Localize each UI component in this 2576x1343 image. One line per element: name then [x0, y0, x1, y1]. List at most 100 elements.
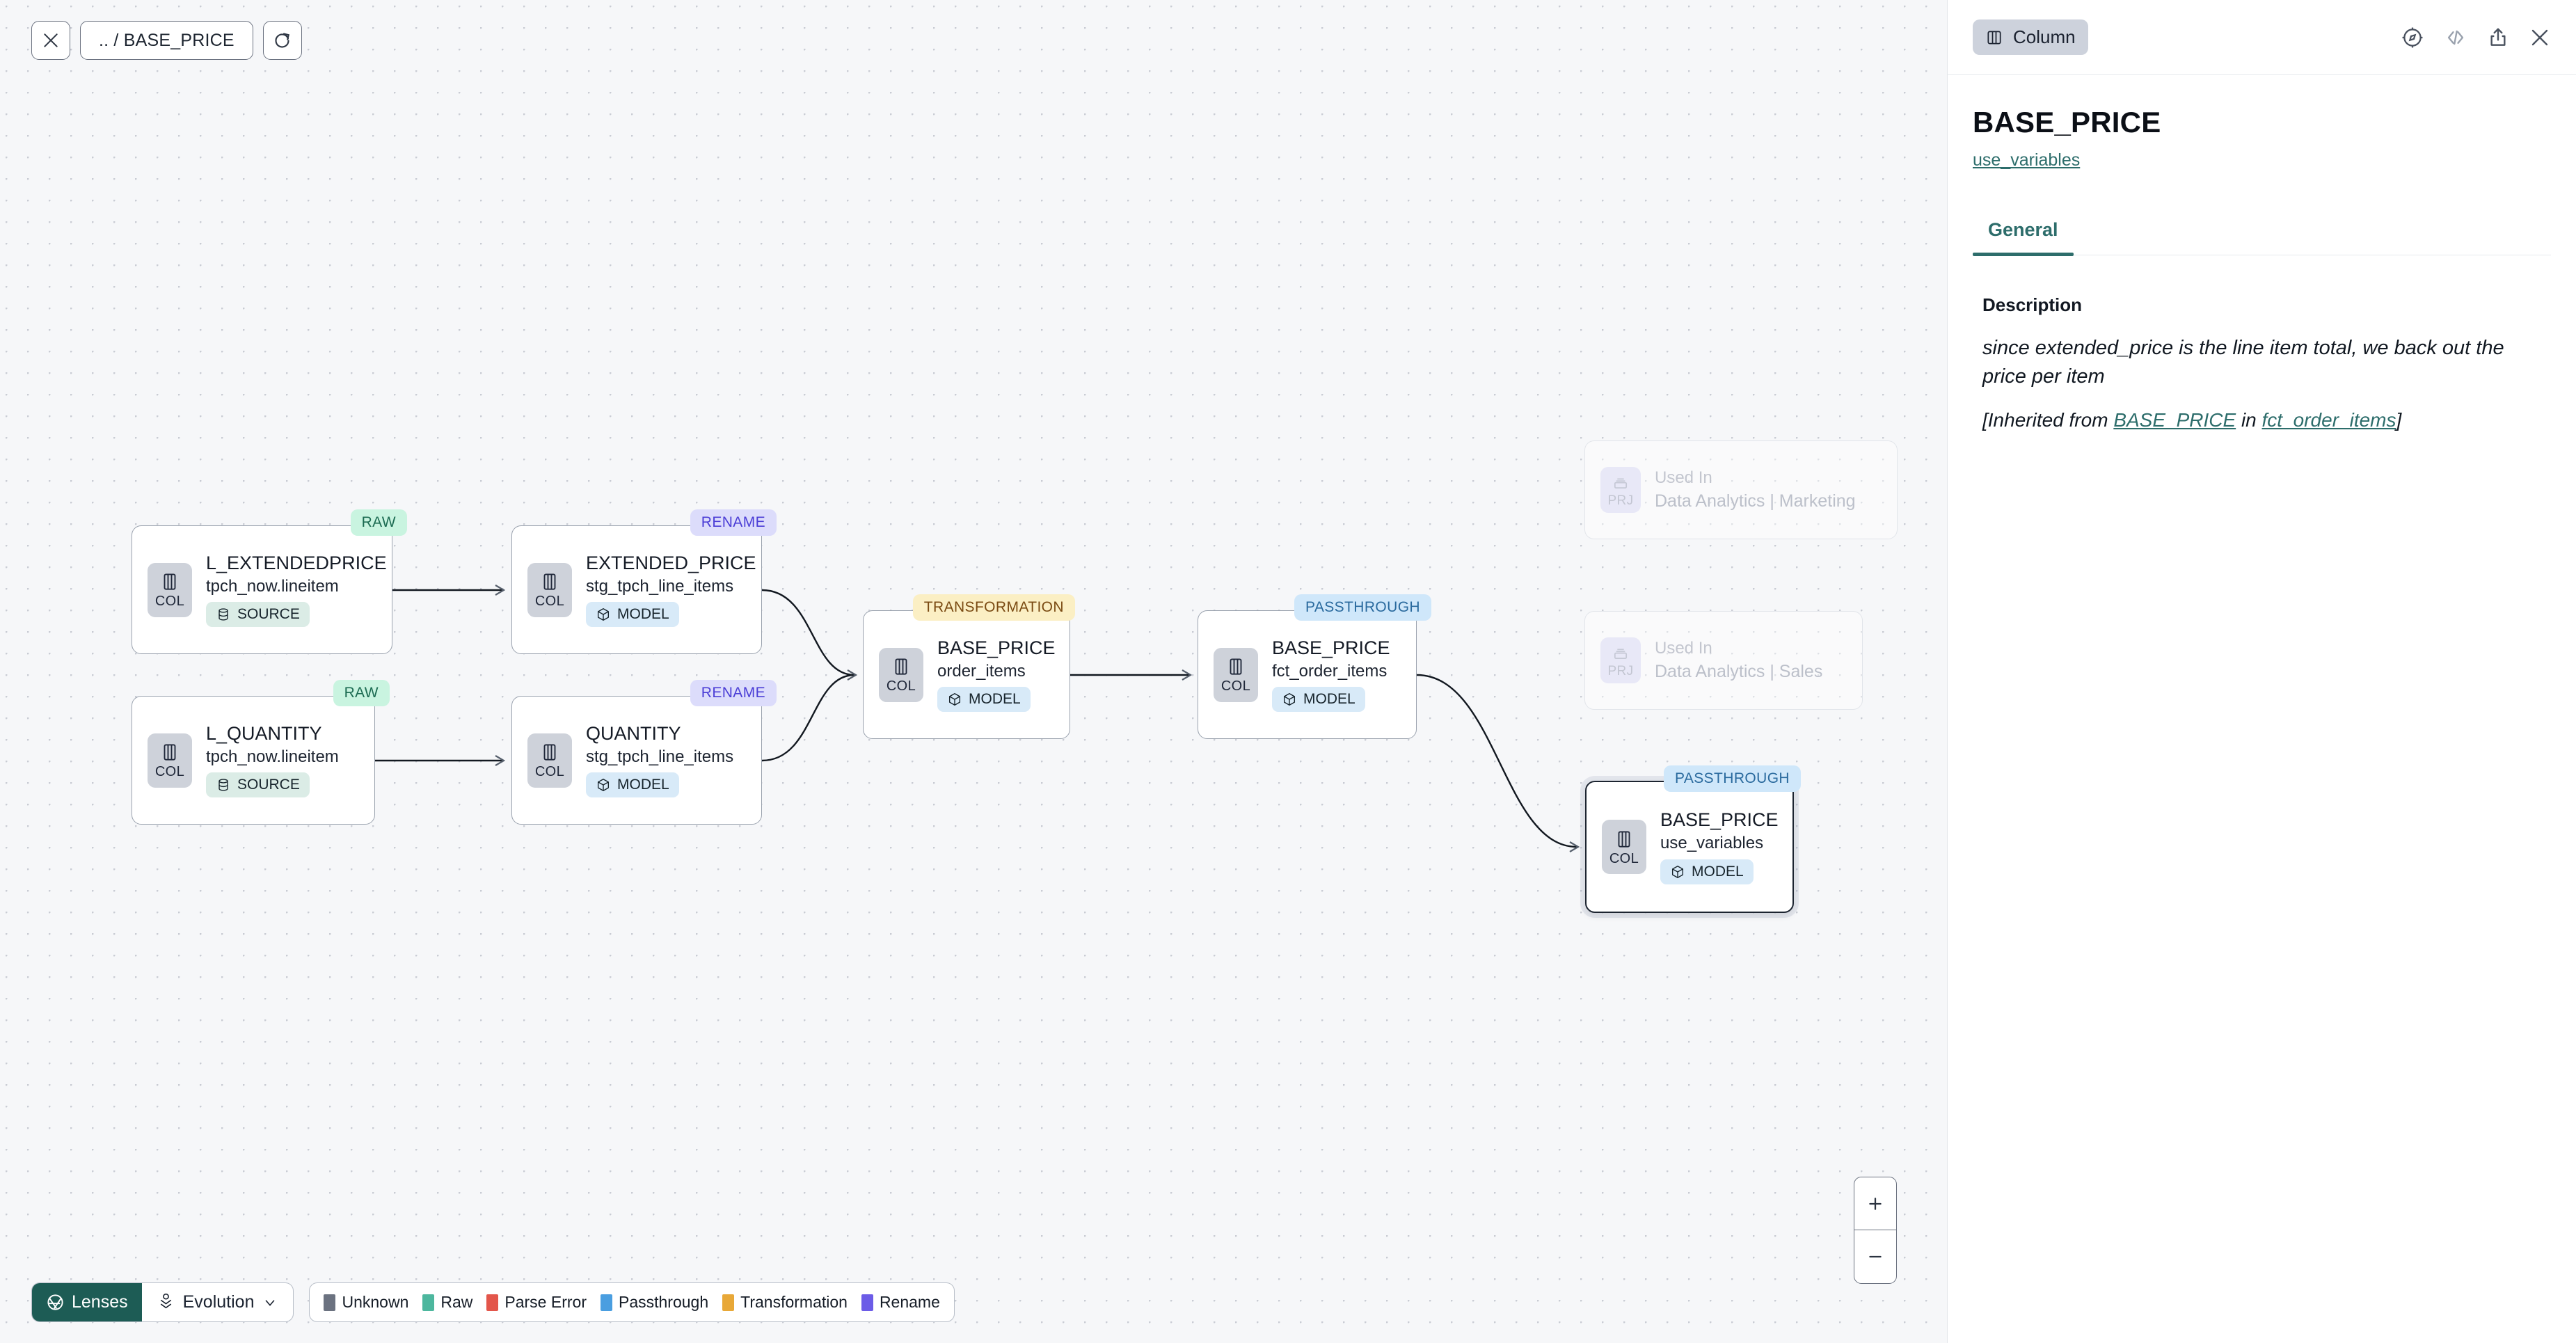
breadcrumb[interactable]: .. / BASE_PRICE [80, 21, 253, 60]
node-chip-label: MODEL [1692, 863, 1744, 880]
project-icon [1614, 478, 1628, 489]
column-icon [543, 744, 556, 761]
close-panel-button[interactable] [2529, 26, 2551, 49]
node-title: L_EXTENDEDPRICE [206, 552, 387, 573]
node-title: EXTENDED_PRICE [586, 552, 756, 573]
tab-general[interactable]: General [1973, 219, 2074, 256]
column-icon [1618, 830, 1630, 848]
edge-quantity-raw-to-quantity [375, 755, 506, 766]
inherited-model-link[interactable]: fct_order_items [2261, 409, 2396, 431]
node-badge-raw: RAW [350, 509, 407, 536]
canvas-toolbar: .. / BASE_PRICE [31, 21, 302, 60]
share-button[interactable] [2487, 26, 2509, 49]
project-icon [1614, 649, 1628, 660]
edge-order-items-to-fct-order-items [1070, 669, 1193, 681]
inherited-column-link[interactable]: BASE_PRICE [2113, 409, 2236, 431]
inherited-mid: in [2236, 409, 2262, 431]
node-chip-label: SOURCE [237, 777, 300, 793]
legend-label: Passthrough [618, 1293, 709, 1311]
description-text: since extended_price is the line item to… [1982, 337, 2504, 388]
node-chip-model: MODEL [586, 772, 679, 798]
node-subtitle: use_variables [1660, 834, 1764, 853]
minus-icon [1869, 1255, 1882, 1258]
node-subtitle: Data Analytics | Sales [1655, 661, 1823, 681]
column-icon [1987, 30, 2001, 45]
evolution-label: Evolution [182, 1292, 255, 1312]
column-icon [895, 658, 907, 675]
plus-icon [1869, 1197, 1882, 1210]
node-subtitle: tpch_now.lineitem [206, 747, 339, 766]
column-icon [164, 573, 176, 590]
share-icon [2490, 28, 2506, 46]
legend-item-passthrough[interactable]: Passthrough [600, 1293, 709, 1312]
description-section: Description since extended_price is the … [1982, 294, 2541, 431]
legend-label: Unknown [342, 1293, 409, 1311]
node-type-label: COL [886, 678, 916, 694]
legend-label: Transformation [740, 1293, 848, 1311]
zoom-controls[interactable] [1854, 1177, 1897, 1284]
node-subtitle: stg_tpch_line_items [586, 747, 734, 766]
node-subtitle: Data Analytics | Marketing [1655, 491, 1856, 511]
page-title: BASE_PRICE [1973, 106, 2161, 138]
entity-type-badge[interactable]: Column [1973, 19, 2088, 55]
panel-tabs: General [1973, 219, 2551, 256]
node-type-icon: COL [527, 733, 572, 788]
column-icon [543, 573, 556, 590]
legend-item-transformation[interactable]: Transformation [722, 1293, 848, 1312]
aperture-icon [47, 1294, 63, 1310]
node-type-label: COL [154, 764, 185, 779]
legend-label: Raw [440, 1293, 473, 1311]
close-icon [2531, 29, 2548, 45]
node-badge-rename: RENAME [690, 680, 777, 706]
evolution-dropdown[interactable]: Evolution [142, 1283, 294, 1321]
legend-item-parse-error[interactable]: Parse Error [486, 1293, 587, 1312]
inherited-suffix: ] [2396, 409, 2402, 431]
node-chip-label: MODEL [617, 777, 669, 793]
node-chip-model: MODEL [937, 687, 1031, 713]
node-chip-label: MODEL [969, 691, 1021, 708]
legend-swatch [324, 1294, 336, 1311]
details-panel-header: Column [1948, 0, 2576, 75]
node-title: BASE_PRICE [1660, 809, 1779, 831]
node-subtitle: order_items [937, 661, 1026, 681]
node-type-icon: PRJ [1600, 637, 1641, 683]
parent-model-link[interactable]: use_variables [1973, 150, 2081, 170]
close-canvas-button[interactable] [31, 21, 70, 60]
node-type-icon: COL [527, 562, 572, 617]
explore-button[interactable] [2401, 26, 2424, 49]
legend-swatch [600, 1294, 612, 1311]
canvas-bottom-bar: Lenses Evolution Unknown Raw Parse Error Pa… [31, 1282, 955, 1322]
refresh-button[interactable] [262, 21, 302, 60]
edge-fct-order-items-to-use-variables [1416, 674, 1580, 852]
view-code-button[interactable] [2444, 26, 2467, 49]
layers-icon [160, 1293, 171, 1309]
lenses-button[interactable]: Lenses [32, 1283, 142, 1321]
zoom-in-button[interactable] [1854, 1177, 1896, 1230]
legend-item-unknown[interactable]: Unknown [324, 1293, 408, 1312]
zoom-out-button[interactable] [1854, 1230, 1896, 1283]
legend-item-rename[interactable]: Rename [861, 1293, 940, 1312]
lineage-canvas[interactable]: .. / BASE_PRICE [0, 0, 1947, 1343]
panel-header-actions [2401, 26, 2551, 49]
node-badge-passthrough: PASSTHROUGH [1663, 765, 1801, 792]
inherited-from-note: [Inherited from BASE_PRICE in fct_order_… [1982, 409, 2541, 431]
node-chip-source: SOURCE [206, 772, 310, 798]
legend-item-raw[interactable]: Raw [422, 1293, 472, 1312]
node-type-icon: COL [148, 733, 192, 788]
node-type-icon: COL [148, 562, 192, 617]
refresh-icon [275, 33, 290, 48]
